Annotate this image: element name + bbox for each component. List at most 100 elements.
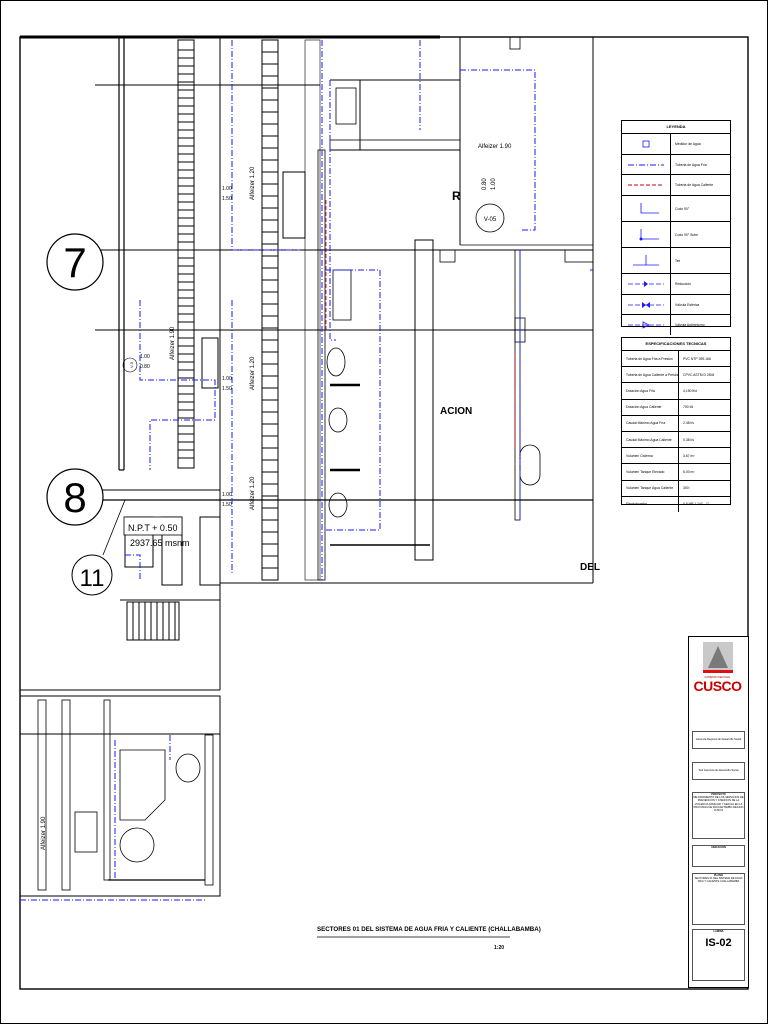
cut-text-r: R — [452, 189, 461, 203]
cut-text-del: DEL — [580, 562, 600, 573]
dim-label: 1.50 — [222, 386, 232, 392]
legend-symbol — [622, 315, 671, 336]
water-meter-icon — [642, 140, 650, 148]
project-text: MEJORAMIENTO DE LOS SERVICIOS DE PREVENC… — [693, 796, 744, 813]
spec-value: 0.38 l/s — [683, 437, 694, 442]
spec-name: Volumen Tanque Agua Caliente — [622, 480, 679, 496]
spec-value: PVC NTP 399.166 — [683, 356, 711, 361]
legend-label: Medidor de Agua — [675, 141, 701, 146]
legend-symbol — [622, 196, 671, 222]
legend-label: Reducción — [675, 281, 692, 286]
window-tag-v0 — [122, 357, 138, 373]
dim-label: 1.00 — [222, 492, 232, 498]
cold-water-pipe-icon — [628, 164, 664, 166]
axis-label-8: 8 — [63, 474, 86, 521]
ladder-wall-left — [177, 39, 195, 469]
dim-label: 1.50 — [222, 502, 232, 508]
spec-name: Volumen Tanque Elevado — [622, 464, 679, 480]
ladder-wall-center — [261, 39, 279, 581]
axis-marker-7: 7 — [46, 233, 104, 291]
entity-2: Sub Gerencia de Desarrollo Social — [692, 762, 745, 780]
level-mark-box — [123, 516, 183, 536]
check-valve-icon — [628, 321, 664, 329]
plan-name: SECTORES 01 DEL SISTEMA DE AGUA FRIA Y C… — [694, 877, 743, 884]
spec-name: Tuberia de Agua Caliente a Presión — [622, 367, 679, 383]
alfeizer-label: Alfeizer 1.20 — [250, 166, 256, 200]
plan-title: SECTORES 01 DEL SISTEMA DE AGUA FRIA Y C… — [317, 926, 541, 933]
plan-label: PLANO — [713, 874, 724, 877]
dim-label: 1.50 — [222, 196, 232, 202]
plan-scale: 1:20 — [494, 945, 505, 951]
legend-symbol — [622, 134, 671, 154]
alfeizer-label: Alfeizer 1.90 — [478, 144, 512, 150]
legend-symbol — [622, 222, 671, 248]
tee-icon — [633, 254, 659, 265]
spec-name: Electrobomba — [622, 496, 679, 512]
level-mark: N.P.T + 0.50 — [128, 523, 177, 533]
specs-title: ESPECIFICACIONES TECNICAS — [622, 338, 730, 351]
sheet-label: LAMINA — [713, 930, 724, 933]
level-value: 2937.65 msnm — [130, 538, 190, 548]
legend-title: LEYENDA — [622, 121, 730, 134]
spec-value: 2.48 l/s — [683, 421, 694, 426]
window-tag-v05 — [475, 203, 505, 233]
reduction-icon — [628, 280, 664, 287]
ball-valve-icon — [628, 301, 664, 308]
spec-name: Volumen Cisterna — [622, 448, 679, 464]
dim-label: 0.80 — [482, 178, 488, 190]
legend-row: Tee — [622, 248, 730, 275]
logo-cell: GOBIERNO REGIONAL CUSCO — [692, 640, 743, 698]
legend-row: Codo 90° — [622, 196, 730, 223]
legend-row: Reducción — [622, 274, 730, 295]
axis-label-7: 7 — [63, 239, 86, 286]
legend-row: Tuberia de Agua Caliente — [622, 175, 730, 197]
spec-name: Caudal Máximo Agua Caliente — [622, 431, 679, 448]
spec-value: 5.00 m³ — [683, 469, 695, 474]
elbow-90-icon — [640, 202, 659, 213]
spec-name: Caudal Máximo Agua Fría — [622, 415, 679, 431]
axis-label-11: 11 — [80, 565, 105, 592]
spec-row: Tuberia de Agua Caliente a Presión CPVC A… — [622, 367, 730, 384]
legend-row: Válvula Esférica — [622, 294, 730, 316]
legend-row: Válvula Antirretorno — [622, 315, 730, 336]
legend-label: Tuberia de Agua Caliente — [675, 183, 714, 188]
axis-marker-8: 8 — [46, 468, 104, 526]
legend-symbol — [622, 175, 671, 196]
legend-symbol — [622, 154, 671, 175]
legend-symbol — [622, 274, 671, 294]
alfeizer-label: Alfeizer 1.20 — [250, 356, 256, 390]
legend-label: Codo 90° — [675, 206, 690, 211]
ladder-wall-bottom — [126, 601, 180, 641]
logo-icon — [702, 642, 733, 673]
hot-water-pipe-icon — [628, 184, 664, 186]
legend-row: Tuberia de Agua Fría — [622, 154, 730, 176]
legend-label: Codo 90° Sube — [675, 232, 699, 237]
axis-marker-11: 11 — [71, 554, 113, 596]
legend-symbol — [622, 294, 671, 315]
alfeizer-label: Alfeizer 1.90 — [41, 816, 47, 850]
dim-label: 1.00 — [222, 376, 232, 382]
dim-label: 1.00 — [491, 178, 497, 190]
hot-water-pipes — [325, 200, 516, 450]
entity-1: Gerencia Regional de Desarrollo Social — [692, 731, 745, 749]
legend-label: Tuberia de Agua Fría — [675, 162, 707, 167]
logo-text: CUSCO — [693, 678, 742, 695]
spec-name: Dotación Agua Caliente — [622, 399, 679, 415]
legend-row: Medidor de Agua — [622, 134, 730, 155]
logo-subtext: GOBIERNO REGIONAL — [704, 676, 731, 679]
dim-label: 1.00 — [140, 354, 150, 360]
cold-water-pipes — [125, 40, 593, 580]
plan-cell: PLANO SECTORES 01 DEL SISTEMA DE AGUA FR… — [692, 873, 745, 925]
window-tag-v05-label: V-05 — [484, 217, 497, 223]
dim-label: 1.00 — [222, 186, 232, 192]
cut-text-acion: ACION — [440, 406, 472, 417]
upper-plan: 7 8 11 V-05 V-0 N.P.T + 0.50 2937.65 msn… — [20, 36, 600, 691]
spec-value: CPVC ASTM D 2846 — [683, 372, 715, 377]
